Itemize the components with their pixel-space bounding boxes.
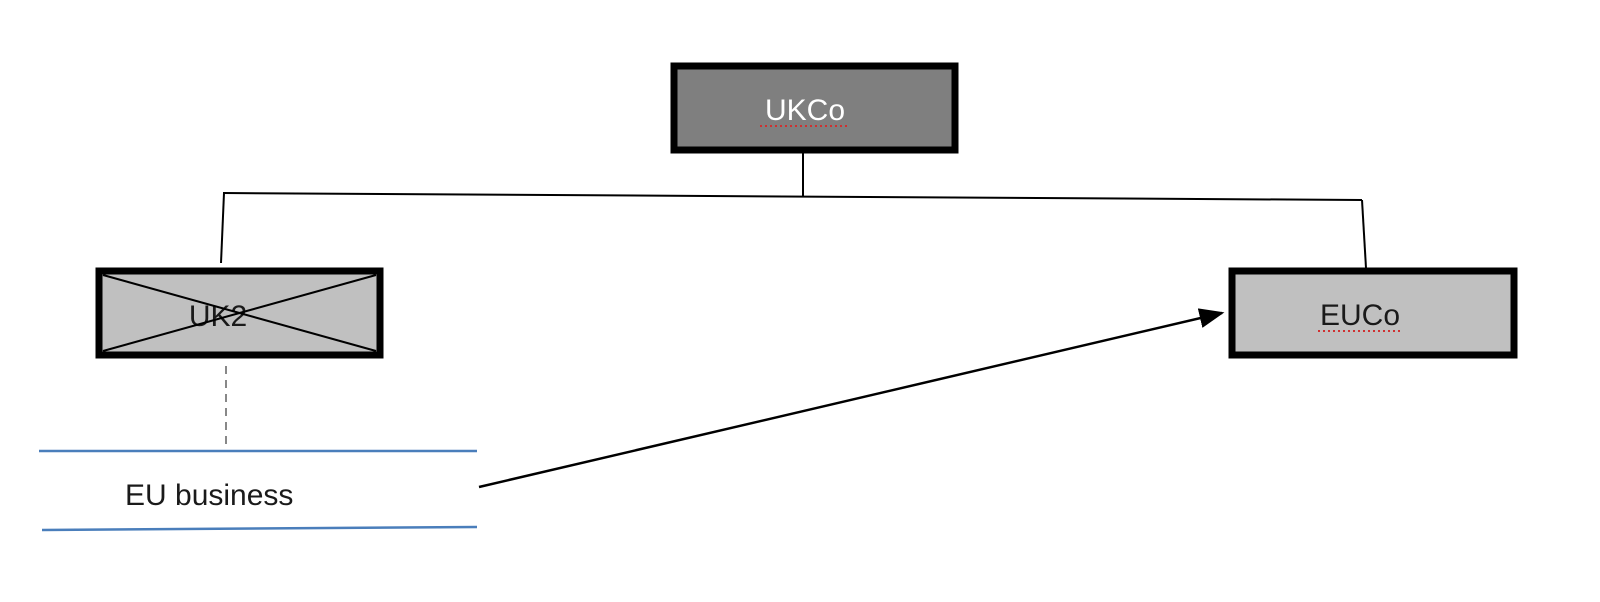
node-uk2-label: UK2 <box>189 300 247 333</box>
node-uk2[interactable]: UK2 <box>95 267 384 359</box>
arrow-eu-business-to-euco <box>478 308 1225 489</box>
cross-out-line <box>102 274 377 352</box>
node-euco-label: EUCo <box>1320 299 1400 332</box>
connector-to-uk2 <box>220 192 225 264</box>
connector-to-euco <box>1361 199 1367 269</box>
node-ukco-label: UKCo <box>765 94 845 127</box>
connector-horizontal <box>222 192 1363 201</box>
node-eu-business-label: EU business <box>125 479 293 512</box>
eu-business-bottom-line <box>41 525 478 532</box>
node-eu-business[interactable]: EU business <box>39 449 478 532</box>
node-euco[interactable]: EUCo <box>1228 267 1518 359</box>
node-ukco[interactable]: UKCo <box>670 62 959 154</box>
